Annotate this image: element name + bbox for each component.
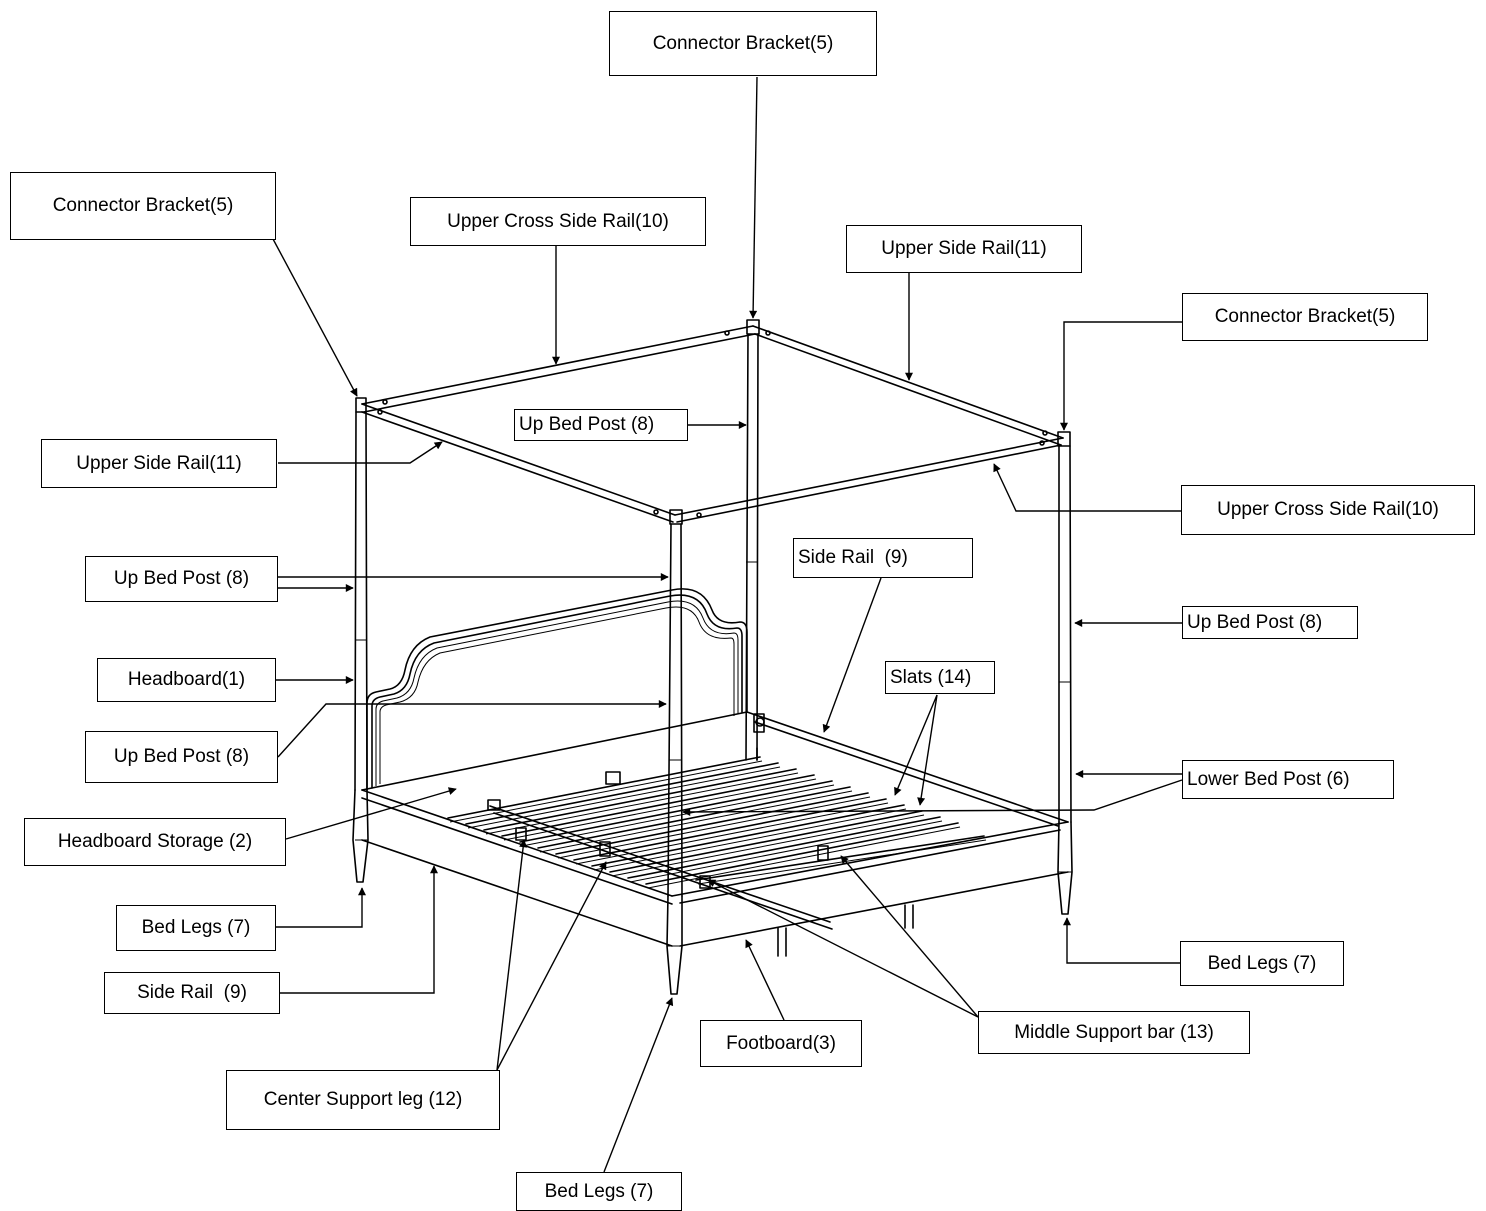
label-center-support-leg: Center Support leg (12) xyxy=(226,1070,500,1130)
label-up-bed-post-right: Up Bed Post (8) xyxy=(1182,606,1358,639)
label-connector-bracket-top: Connector Bracket(5) xyxy=(609,11,877,76)
label-middle-support-bar: Middle Support bar (13) xyxy=(978,1011,1250,1054)
label-bed-legs-right: Bed Legs (7) xyxy=(1180,941,1344,986)
connector-bracket-back-right xyxy=(746,319,760,335)
label-footboard: Footboard(3) xyxy=(700,1020,862,1067)
label-lower-bed-post: Lower Bed Post (6) xyxy=(1182,760,1394,799)
label-up-bed-post-left-upper: Up Bed Post (8) xyxy=(85,556,278,602)
label-bed-legs-bottom: Bed Legs (7) xyxy=(516,1172,682,1211)
headboard-panel xyxy=(366,588,748,791)
label-headboard-storage: Headboard Storage (2) xyxy=(24,818,286,866)
label-slats: Slats (14) xyxy=(885,661,995,694)
label-upper-cross-side-rail-right: Upper Cross Side Rail(10) xyxy=(1181,485,1475,535)
connector-bracket-back-left xyxy=(355,397,367,413)
label-upper-side-rail-top: Upper Side Rail(11) xyxy=(846,225,1082,273)
label-upper-side-rail-left: Upper Side Rail(11) xyxy=(41,439,277,488)
middle-support-bar xyxy=(487,771,833,930)
label-connector-bracket-right: Connector Bracket(5) xyxy=(1182,293,1428,341)
label-side-rail-top: Side Rail (9) xyxy=(793,538,973,578)
label-connector-bracket-left: Connector Bracket(5) xyxy=(10,172,276,240)
label-bed-legs-left: Bed Legs (7) xyxy=(116,905,276,951)
bed-drawing xyxy=(352,319,1073,995)
label-up-bed-post-left-lower: Up Bed Post (8) xyxy=(85,731,278,783)
connector-bracket-front-right xyxy=(1057,431,1071,447)
label-side-rail-bottom: Side Rail (9) xyxy=(104,972,280,1014)
label-headboard: Headboard(1) xyxy=(97,658,276,702)
slats xyxy=(447,756,987,889)
label-upper-cross-side-rail-top: Upper Cross Side Rail(10) xyxy=(410,197,706,246)
post-front-left xyxy=(666,523,683,995)
connector-bracket-front-left xyxy=(669,509,683,525)
post-back-left xyxy=(352,411,369,883)
label-up-bed-post-center: Up Bed Post (8) xyxy=(514,409,688,441)
upper-canopy-frame xyxy=(355,319,1071,525)
bed-frame-box xyxy=(361,711,1069,957)
post-front-right xyxy=(1057,445,1073,915)
leader-lines xyxy=(272,76,1184,1173)
